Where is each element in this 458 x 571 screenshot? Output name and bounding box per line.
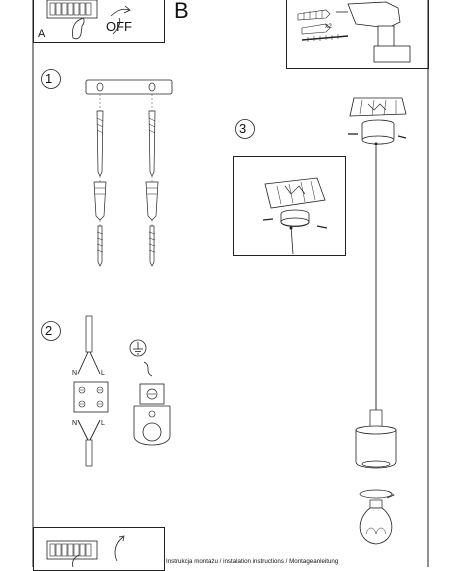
wire-label-n-top: N	[72, 370, 78, 377]
wire-label-l-top: L	[101, 370, 105, 377]
canopy-inset	[233, 156, 346, 256]
mounting-bar-diagram	[85, 79, 173, 267]
anchor-quantity: x2	[325, 23, 332, 30]
canopy-mounting-diagram	[262, 177, 328, 255]
ground-connection-diagram	[129, 339, 171, 446]
step-1-number-circle	[41, 69, 61, 89]
footer-text: Instrukcja montażu / instalation instruc…	[166, 558, 339, 565]
panel-b	[286, 0, 429, 69]
pendant-lamp-diagram	[348, 97, 407, 545]
step-3-number-circle	[235, 119, 255, 139]
wire-label-l-bottom: L	[101, 420, 105, 427]
panel-b-letter: B	[174, 0, 189, 23]
step-2-number: 2	[45, 323, 53, 338]
terminal-block-diagram	[73, 315, 109, 467]
fuse-box-switch-icon	[46, 0, 131, 40]
step-2-number-circle	[41, 321, 61, 341]
panel-a-letter: A	[38, 28, 46, 40]
step-1-number: 1	[45, 71, 53, 86]
fuse-box-switch-on-icon	[46, 535, 125, 568]
wire-label-n-bottom: N	[72, 420, 78, 427]
step-3-number: 3	[239, 121, 247, 136]
drill-and-anchors-icon	[297, 1, 411, 63]
panel-a	[33, 0, 165, 43]
